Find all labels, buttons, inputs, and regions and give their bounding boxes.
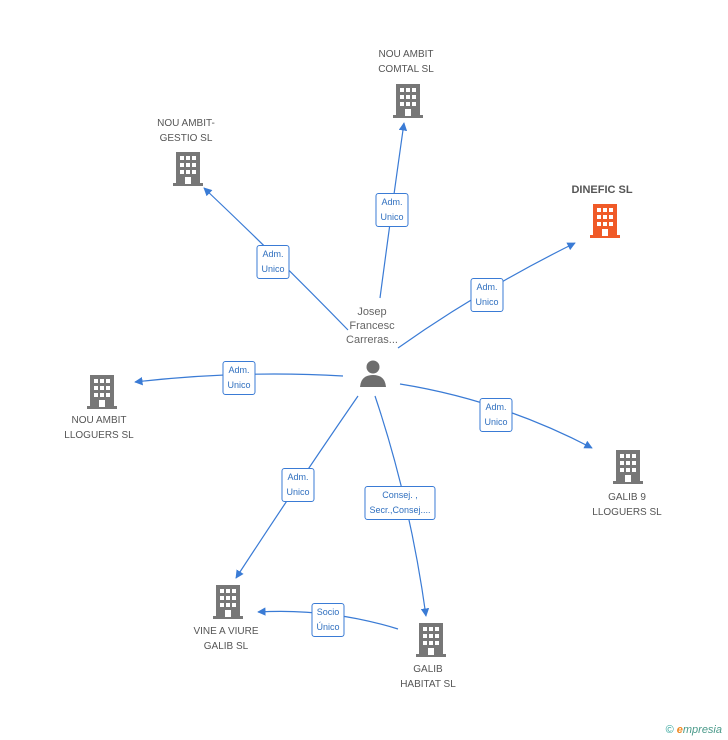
node-label-galib-habitat[interactable]: GALIB HABITAT SL xyxy=(400,664,456,690)
building-icon[interactable] xyxy=(612,450,644,484)
node-label-vine-a-viure[interactable]: VINE A VIURE GALIB SL xyxy=(193,626,259,652)
building-icon-highlight[interactable] xyxy=(589,204,621,238)
building-icon[interactable] xyxy=(415,623,447,657)
building-icon[interactable] xyxy=(212,585,244,619)
person-icon[interactable] xyxy=(358,358,388,388)
edge-label-comtal[interactable]: Adm. Unico xyxy=(375,193,409,227)
edge-label-dinefic[interactable]: Adm. Unico xyxy=(470,278,504,312)
building-icon[interactable] xyxy=(86,375,118,409)
node-label-nou-ambit-comtal[interactable]: NOU AMBIT COMTAL SL xyxy=(378,49,434,75)
node-label-galib-9[interactable]: GALIB 9 LLOGUERS SL xyxy=(592,492,662,518)
edge-label-galib9[interactable]: Adm. Unico xyxy=(479,398,513,432)
edge-label-habitat-to-vine[interactable]: Socio Único xyxy=(311,603,345,637)
brand-initial: e xyxy=(676,724,683,736)
building-icon[interactable] xyxy=(392,84,424,118)
brand-name: mpresia xyxy=(682,724,722,736)
footer-brand: © empresia xyxy=(666,724,722,736)
edge-label-habitat[interactable]: Consej. , Secr.,Consej.... xyxy=(364,486,436,520)
edge-label-lloguers[interactable]: Adm. Unico xyxy=(222,361,256,395)
edge-label-gestio[interactable]: Adm. Unico xyxy=(256,245,290,279)
copyright-icon: © xyxy=(665,724,674,736)
edge-label-vine[interactable]: Adm. Unico xyxy=(281,468,315,502)
node-label-nou-ambit-lloguers[interactable]: NOU AMBIT LLOGUERS SL xyxy=(64,415,134,441)
person-name-label[interactable]: Josep Francesc Carreras... xyxy=(346,306,398,346)
node-label-nou-ambit-gestio[interactable]: NOU AMBIT- GESTIO SL xyxy=(157,118,215,144)
node-label-dinefic[interactable]: DINEFIC SL xyxy=(571,184,633,196)
building-icon[interactable] xyxy=(172,152,204,186)
